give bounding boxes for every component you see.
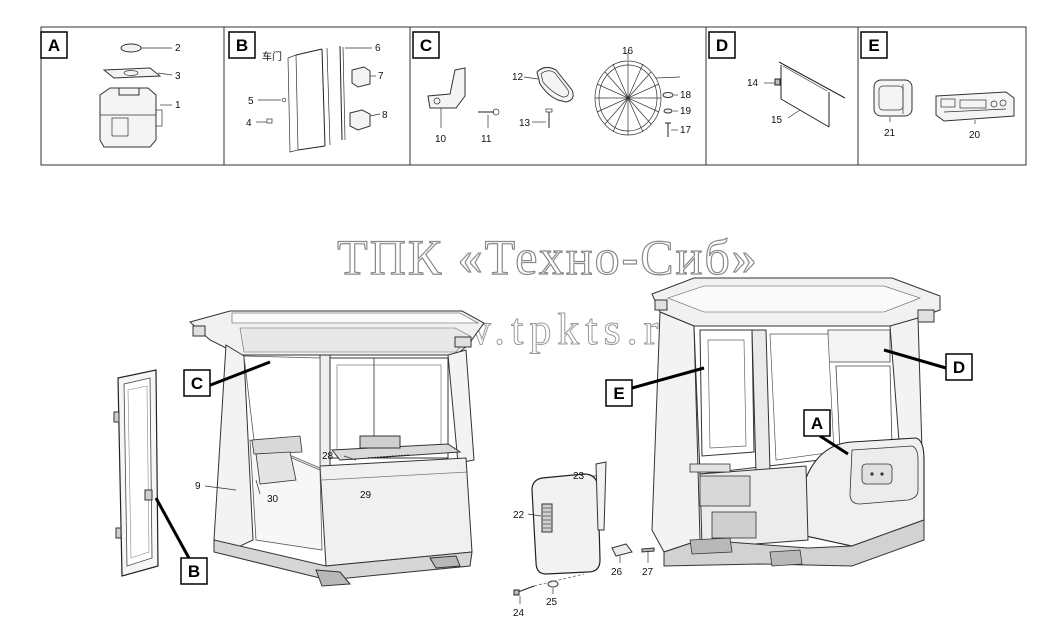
- callout-d-letter: D: [953, 358, 965, 377]
- label-6: 6: [375, 43, 381, 54]
- label-5: 5: [248, 96, 254, 107]
- label-8: 8: [382, 110, 388, 121]
- watermark-line1: ТПК «Техно-Сиб»: [337, 229, 759, 285]
- panel-c-letter: C: [420, 36, 432, 55]
- panel-e-letter: E: [868, 36, 879, 55]
- label-4: 4: [246, 118, 252, 129]
- callout-leaders: [154, 348, 947, 561]
- callout-a-letter: A: [811, 414, 823, 433]
- panel-d: D 14 15: [708, 31, 846, 128]
- panel-b: B 车门 6 7 5 4 8: [228, 31, 388, 153]
- label-29: 29: [360, 490, 372, 501]
- left-door: [113, 369, 159, 577]
- panel-c: C 10 11 12 13 16: [412, 31, 692, 145]
- label-10: 10: [435, 134, 447, 145]
- callout-d: D: [945, 353, 973, 381]
- door-text: 车门: [262, 50, 282, 63]
- callout-c: C: [183, 369, 211, 397]
- panel-e: E 21 20: [860, 31, 1015, 141]
- side-panel-parts: 22 23 26 27 24 25: [513, 461, 655, 619]
- callout-c-letter: C: [191, 374, 203, 393]
- label-13: 13: [519, 118, 531, 129]
- label-3: 3: [175, 71, 181, 82]
- callout-b-letter: B: [188, 562, 200, 581]
- panel-a-letter: A: [48, 36, 60, 55]
- label-26: 26: [611, 567, 623, 578]
- label-24: 24: [513, 608, 525, 619]
- label-7: 7: [378, 71, 384, 82]
- label-23: 23: [573, 471, 585, 482]
- callout-a: A: [803, 409, 831, 437]
- panel-a: A 2 3 1: [40, 31, 181, 148]
- callout-b: B: [180, 557, 208, 585]
- callout-e: E: [605, 379, 633, 407]
- label-12: 12: [512, 72, 524, 83]
- panel-b-letter: B: [236, 36, 248, 55]
- label-15: 15: [771, 115, 783, 126]
- label-25: 25: [546, 597, 558, 608]
- label-14: 14: [747, 78, 759, 89]
- label-27: 27: [642, 567, 654, 578]
- label-11: 11: [481, 134, 492, 145]
- right-cab: [651, 277, 941, 567]
- panel-strip: [40, 26, 1027, 166]
- label-18: 18: [680, 90, 692, 101]
- label-20: 20: [969, 130, 981, 141]
- callout-e-letter: E: [613, 384, 624, 403]
- label-28: 28: [322, 451, 334, 462]
- label-21: 21: [884, 128, 896, 139]
- left-cab: 28 29 9 30: [188, 310, 485, 587]
- label-30: 30: [267, 494, 279, 505]
- label-17: 17: [680, 125, 692, 136]
- label-2: 2: [175, 43, 181, 54]
- label-16: 16: [622, 46, 634, 57]
- label-19: 19: [680, 106, 692, 117]
- label-22: 22: [513, 510, 525, 521]
- panel-d-letter: D: [716, 36, 728, 55]
- label-1: 1: [175, 100, 181, 111]
- label-9: 9: [195, 481, 201, 492]
